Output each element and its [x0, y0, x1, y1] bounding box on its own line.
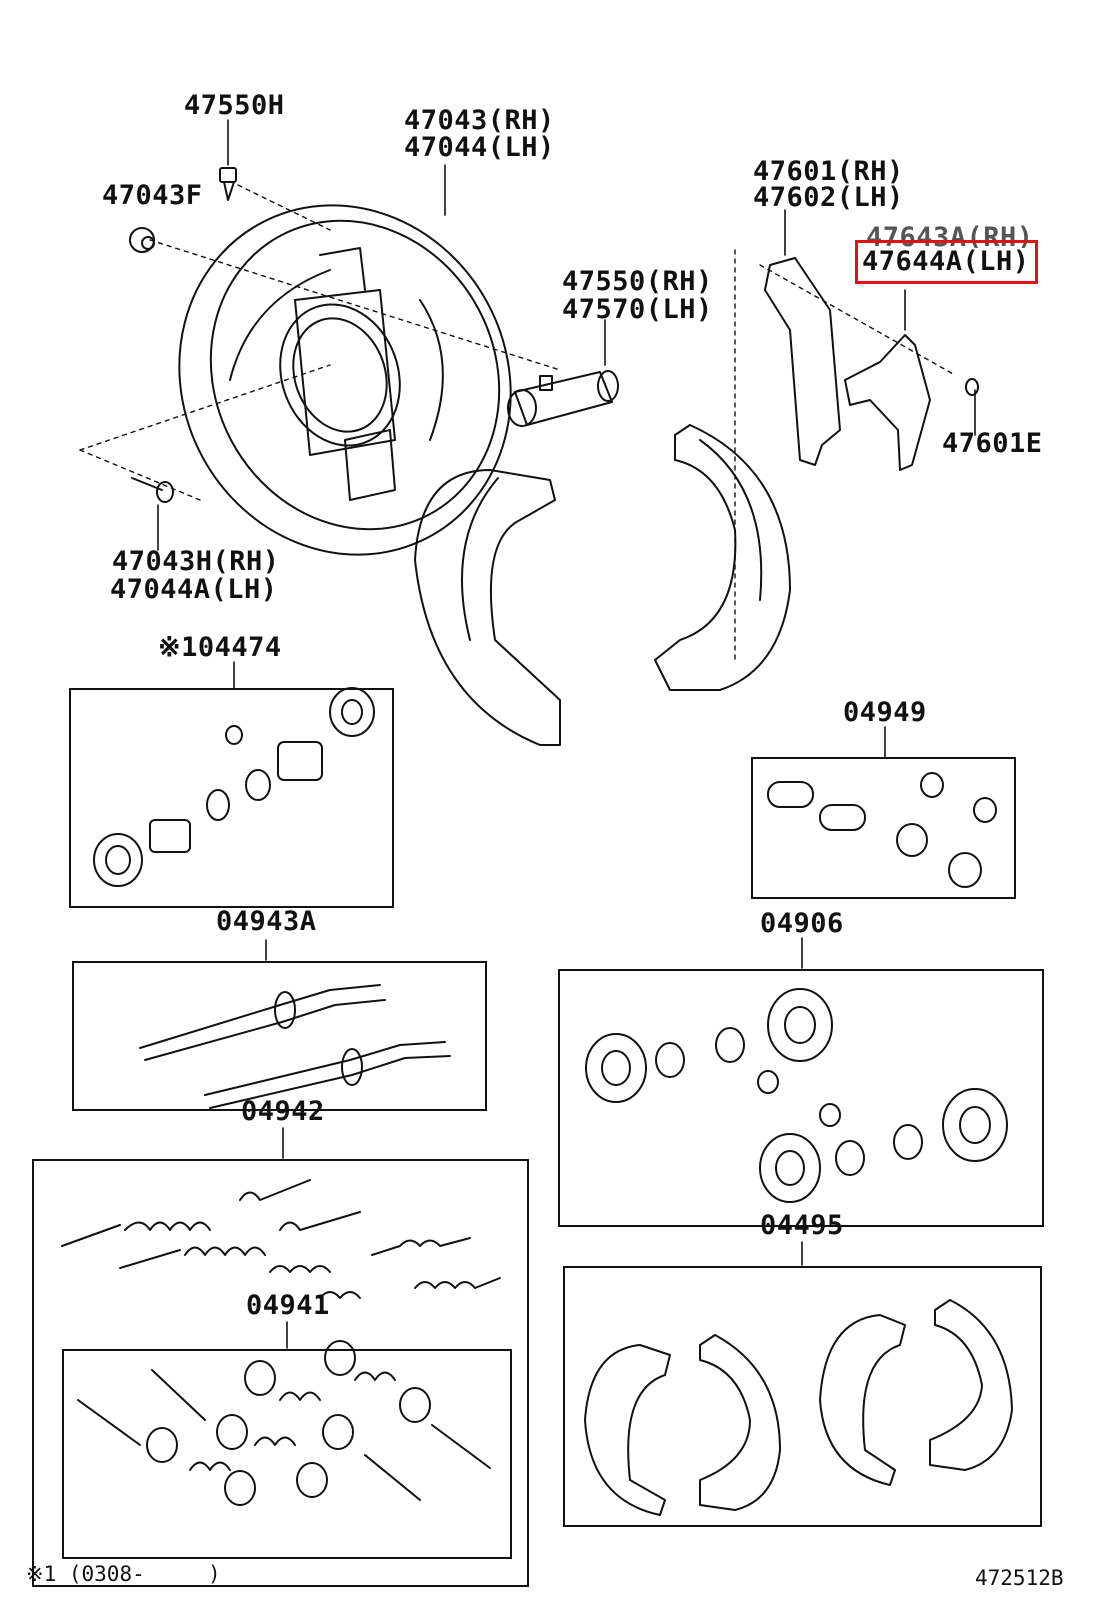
kit-04495-drawing: [584, 1299, 1013, 1516]
kit-04943A-drawing: [139, 984, 451, 1109]
nut-47043F-drawing: [129, 227, 155, 253]
kit-box-04906: [558, 969, 1044, 1227]
bolt-47550H-drawing: [219, 167, 237, 201]
part-label-47602-lh[interactable]: 47602(LH): [753, 182, 904, 213]
part-label-47043F[interactable]: 47043F: [102, 180, 203, 211]
kit-box-04474: [69, 688, 394, 908]
wheel-cylinder-drawing: [507, 370, 619, 427]
backing-plate-drawing: [178, 204, 512, 556]
part-label-47644A-lh[interactable]: 47644A(LH): [862, 246, 1030, 277]
part-label-04949[interactable]: 04949: [843, 697, 927, 728]
part-label-04942[interactable]: 04942: [241, 1096, 325, 1127]
bolt-47043H-drawing: [131, 477, 174, 503]
part-label-47550-rh[interactable]: 47550(RH): [562, 266, 713, 297]
parking-lever-drawing: [764, 257, 841, 466]
part-label-47601E[interactable]: 47601E: [942, 428, 1043, 459]
kit-box-04943A: [72, 961, 487, 1111]
kit-04474-drawing: [93, 687, 375, 887]
part-label-04941[interactable]: 04941: [246, 1290, 330, 1321]
footer-note: ※1 (0308- ): [26, 1562, 221, 1586]
highlight-box-47644A: [855, 240, 1038, 284]
part-label-47044A-lh[interactable]: 47044A(LH): [110, 574, 278, 605]
part-label-47570-lh[interactable]: 47570(LH): [562, 294, 713, 325]
kit-box-04495: [563, 1266, 1042, 1527]
part-label-47043-rh[interactable]: 47043(RH): [404, 105, 555, 136]
kit-04906-drawing: [585, 988, 1008, 1203]
footer-diagram-code: 472512B: [975, 1566, 1064, 1590]
trailing-shoe-drawing: [654, 424, 791, 691]
part-label-47043H-rh[interactable]: 47043H(RH): [112, 546, 280, 577]
part-label-04474[interactable]: ※104474: [158, 632, 282, 663]
kit-box-04949: [751, 757, 1016, 899]
part-label-47550H[interactable]: 47550H: [184, 90, 285, 121]
part-label-04943A[interactable]: 04943A: [216, 906, 317, 937]
kit-04942-drawing: [61, 1179, 501, 1299]
part-label-47601-rh[interactable]: 47601(RH): [753, 156, 904, 187]
leading-shoe-drawing: [414, 469, 561, 746]
kit-04941-drawing: [77, 1340, 491, 1506]
leader-solid: [157, 119, 976, 1349]
kit-box-04942: [32, 1159, 529, 1587]
kit-box-04941: [62, 1349, 512, 1559]
part-label-04906[interactable]: 04906: [760, 908, 844, 939]
part-label-47643A-rh[interactable]: 47643A(RH): [866, 222, 1034, 253]
kit-04949-drawing: [767, 772, 997, 888]
adjuster-lever-drawing: [844, 334, 979, 471]
part-label-04495[interactable]: 04495: [760, 1210, 844, 1241]
part-label-47044-lh[interactable]: 47044(LH): [404, 132, 555, 163]
